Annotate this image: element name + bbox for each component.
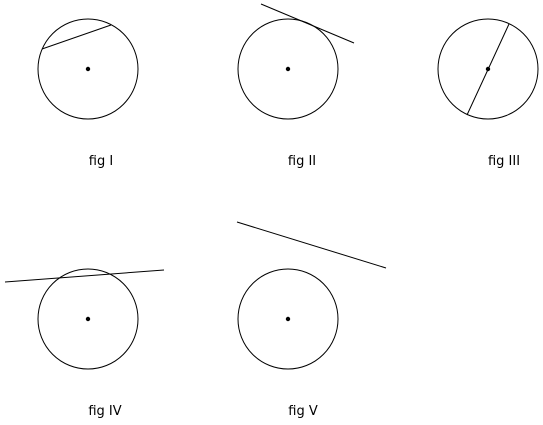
- fig-label-1: fig I: [89, 154, 113, 169]
- center-point-4: [85, 316, 91, 322]
- circle-3: [437, 18, 539, 120]
- circle-4: [37, 268, 139, 370]
- tangent-line: [260, 3, 355, 44]
- center-point-2: [285, 66, 291, 72]
- external-line: [236, 221, 387, 269]
- figure-3: fig III: [437, 18, 539, 169]
- figure-4: fig IV: [4, 268, 165, 419]
- center-point-1: [85, 66, 91, 72]
- fig-label-2: fig II: [288, 154, 316, 169]
- fig-label-5: fig V: [288, 404, 318, 419]
- fig-label-4: fig IV: [88, 404, 121, 419]
- circle-1: [37, 18, 139, 120]
- circle-2: [237, 18, 339, 120]
- diameter-line: [466, 23, 510, 116]
- chord-line: [41, 24, 112, 50]
- figure-5: fig V: [236, 221, 387, 419]
- fig-label-3: fig III: [488, 154, 520, 169]
- secant-line: [4, 269, 165, 283]
- center-point-5: [285, 316, 291, 322]
- figure-1: fig I: [37, 18, 139, 169]
- figure-2: fig II: [237, 3, 355, 169]
- circle-5: [237, 268, 339, 370]
